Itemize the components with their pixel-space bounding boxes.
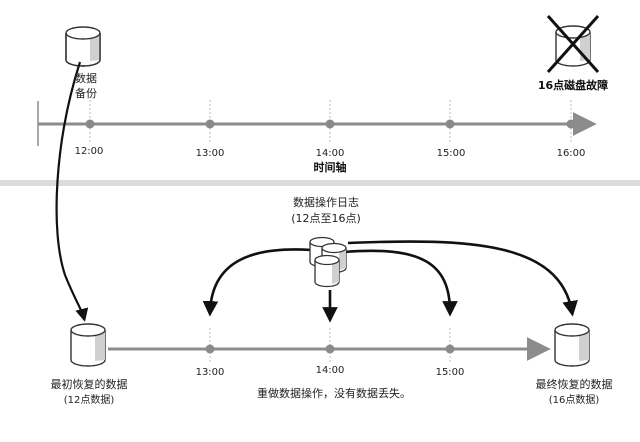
disk-failure-label: 16点磁盘故障 [537, 79, 609, 92]
top-tick-dot-1500 [445, 119, 455, 129]
top-tick-dot-1200 [85, 119, 95, 129]
backup-label-line2: 备份 [75, 87, 97, 100]
replay-arrow-1500 [343, 249, 458, 317]
top-tick-label-1600: 16:00 [556, 148, 586, 159]
backup-label-line1: 数据 [75, 72, 97, 85]
bottom-tick-dot-1400 [325, 344, 335, 354]
top-tick-label-1400: 14:00 [315, 148, 345, 159]
backup-database-icon [65, 26, 101, 67]
bottom-tick-dot-1300 [205, 344, 215, 354]
log-subtitle: (12点至16点) [291, 212, 361, 225]
timeline-label: 时间轴 [313, 161, 347, 174]
top-tick-dot-1600 [566, 119, 576, 129]
top-tick-label-1200: 12:00 [74, 146, 104, 157]
final-restore-sub: (16点数据) [548, 395, 600, 406]
replay-arrow-1300 [202, 248, 313, 317]
failed-disk-icon [546, 15, 600, 73]
log-title: 数据操作日志 [293, 196, 359, 209]
bottom-tick-dot-1500 [445, 344, 455, 354]
replay-caption: 重做数据操作，没有数据丢失。 [257, 387, 411, 400]
replay-arrow-final [347, 240, 578, 317]
initial-restore-sub: (12点数据) [63, 395, 115, 406]
top-tick-dot-1400 [325, 119, 335, 129]
bottom-tick-label-1500: 15:00 [435, 367, 465, 378]
restore-from-backup-arrow [55, 61, 89, 322]
bottom-tick-label-1300: 13:00 [195, 367, 225, 378]
top-tick-label-1500: 15:00 [436, 148, 466, 159]
log-cylinders-icon [309, 236, 347, 288]
top-tick-label-1300: 13:00 [195, 148, 225, 159]
section-separator [0, 180, 640, 186]
initial-restore-label: 最初恢复的数据 [50, 378, 128, 391]
initial-restore-database-icon [70, 323, 106, 367]
top-tick-dot-1300 [205, 119, 215, 129]
final-restore-label: 最终恢复的数据 [535, 378, 613, 391]
final-restore-database-icon [554, 323, 590, 367]
bottom-tick-label-1400: 14:00 [315, 365, 345, 376]
